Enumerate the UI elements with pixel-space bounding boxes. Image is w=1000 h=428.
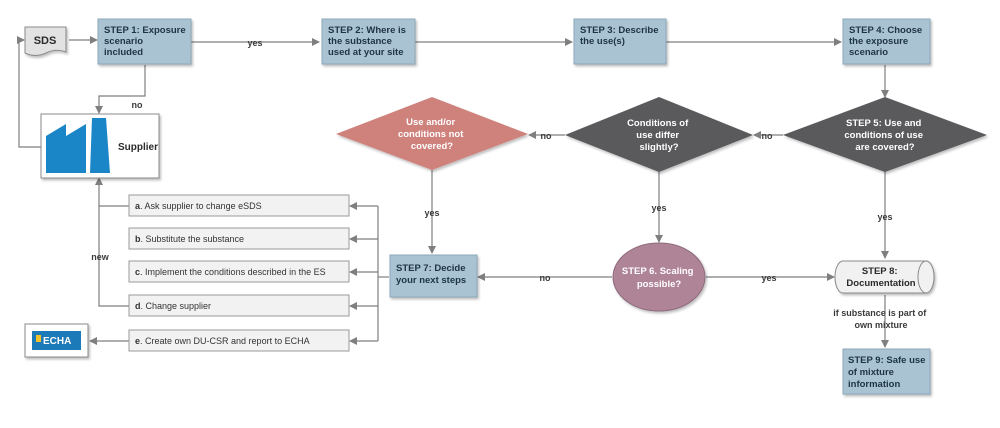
edge-label-yes: yes — [247, 38, 262, 48]
echa-logo: ECHA — [24, 323, 89, 358]
step5-label: STEP 5: Use and conditions of use are co… — [844, 118, 925, 153]
conditions-differ-label: Conditions of use differ slightly? — [627, 118, 691, 153]
edge-label-no: no — [541, 131, 552, 141]
edge-label-no: no — [540, 273, 551, 283]
conditions-differ-diamond: Conditions of use differ slightly? — [565, 97, 753, 172]
factory-icon — [46, 118, 110, 173]
step2-box: STEP 2: Where is the substance used at y… — [321, 18, 416, 65]
step9-box: STEP 9: Safe use of mixture information — [842, 348, 931, 395]
svg-text:b. Substitute the substance: b. Substitute the substance — [135, 234, 244, 244]
step4-box: STEP 4: Choose the exposure scenario — [842, 18, 931, 65]
step3-box: STEP 3: Describe the use(s) — [573, 18, 667, 65]
option-b: b. Substitute the substance — [128, 227, 350, 250]
edge-label-new: new — [91, 252, 110, 262]
supplier-box: Supplier — [40, 113, 160, 179]
edge-label-yes: yes — [761, 273, 776, 283]
step1-box: STEP 1: Exposure scenario included — [97, 18, 192, 65]
step6-label: STEP 6. Scaling possible? — [622, 266, 696, 290]
svg-text:c. Implement the conditions de: c. Implement the conditions described in… — [135, 267, 326, 277]
step9-label: STEP 9: Safe use of mixture information — [848, 355, 928, 390]
step3-label: STEP 3: Describe the use(s) — [580, 25, 661, 47]
echa-label: ECHA — [43, 336, 71, 347]
edge-label-yes: yes — [877, 212, 892, 222]
edge-label-no: no — [132, 100, 143, 110]
connectors — [17, 36, 889, 348]
step2-label: STEP 2: Where is the substance used at y… — [328, 25, 409, 58]
step5-diamond: STEP 5: Use and conditions of use are co… — [783, 97, 987, 172]
step4-label: STEP 4: Choose the exposure scenario — [849, 25, 925, 58]
svg-text:e. Create own DU-CSR and repor: e. Create own DU-CSR and report to ECHA — [135, 336, 310, 346]
supplier-label: Supplier — [118, 142, 158, 153]
sds-document: SDS — [24, 26, 67, 56]
option-a: a. Ask supplier to change eSDS — [128, 194, 350, 217]
option-d: d. Change supplier — [128, 294, 350, 317]
not-covered-label: Use and/or conditions not covered? — [398, 117, 466, 152]
step7-label: STEP 7: Decide your next steps — [396, 263, 468, 286]
sds-label: SDS — [34, 35, 57, 47]
svg-text:a. Ask supplier to change eSDS: a. Ask supplier to change eSDS — [135, 201, 262, 211]
step6-circle: STEP 6. Scaling possible? — [612, 242, 706, 312]
mixture-note: if substance is part of own mixture — [833, 308, 929, 330]
edge-label-yes: yes — [651, 203, 666, 213]
step7-box: STEP 7: Decide your next steps — [389, 254, 478, 298]
not-covered-diamond: Use and/or conditions not covered? — [336, 97, 528, 170]
edge-label-no: no — [762, 131, 773, 141]
step8-cylinder: STEP 8: Documentation — [834, 260, 935, 294]
svg-text:d. Change supplier: d. Change supplier — [135, 301, 211, 311]
step1-label: STEP 1: Exposure scenario included — [104, 25, 188, 58]
option-c: c. Implement the conditions described in… — [128, 260, 350, 283]
edge-label-yes: yes — [424, 208, 439, 218]
step8-label: STEP 8: Documentation — [846, 266, 915, 289]
option-e: e. Create own DU-CSR and report to ECHA — [128, 329, 350, 352]
